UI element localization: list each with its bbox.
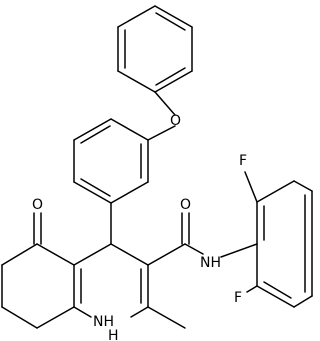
atom-o-amide: O	[180, 197, 191, 213]
bond	[244, 171, 258, 203]
atom-o-ether: O	[170, 113, 181, 129]
bond	[154, 70, 193, 93]
bond	[110, 118, 149, 141]
double-bond-inner	[263, 281, 292, 299]
bond	[293, 295, 313, 308]
bond	[73, 306, 92, 318]
bond	[73, 118, 112, 141]
bond	[220, 243, 258, 258]
bond	[36, 243, 75, 266]
atom-h-ring: H	[108, 328, 119, 341]
methyl-bond	[147, 306, 186, 329]
atom-nh-amide: NH	[200, 255, 221, 271]
cyclohexenone-ring	[1, 243, 75, 329]
double-bond-inner	[155, 12, 186, 31]
bond	[110, 243, 149, 266]
bond	[293, 180, 313, 192]
bond	[184, 243, 204, 255]
double-bond-inner	[155, 67, 186, 86]
atom-nh-ring: NH	[93, 314, 114, 330]
bond	[256, 180, 295, 203]
bond	[73, 181, 112, 204]
bond	[147, 125, 176, 141]
atom-f-top: F	[239, 153, 247, 169]
bond	[117, 5, 156, 28]
bond	[256, 285, 295, 308]
double-bond-inner	[80, 125, 111, 144]
atom-o-ketone: O	[32, 197, 43, 213]
bond	[117, 70, 156, 93]
bond	[1, 243, 38, 266]
bond	[130, 306, 149, 318]
ketone-carbonyl	[33, 212, 42, 245]
bond	[36, 306, 75, 329]
amide-group	[147, 212, 258, 266]
bond	[154, 91, 176, 116]
difluorophenyl-ring	[256, 180, 313, 308]
double-bond-inner	[80, 178, 111, 197]
dihydropyridine-ring	[73, 243, 149, 318]
bond	[1, 306, 38, 329]
bond	[147, 243, 186, 266]
ether-linkage	[147, 91, 176, 141]
bond	[110, 181, 149, 204]
aryl-ring-middle	[73, 118, 149, 204]
bond	[154, 5, 193, 28]
bond	[73, 243, 112, 266]
bond	[246, 285, 258, 293]
atom-f-bottom: F	[234, 290, 242, 306]
phenyl-ring	[117, 5, 193, 93]
